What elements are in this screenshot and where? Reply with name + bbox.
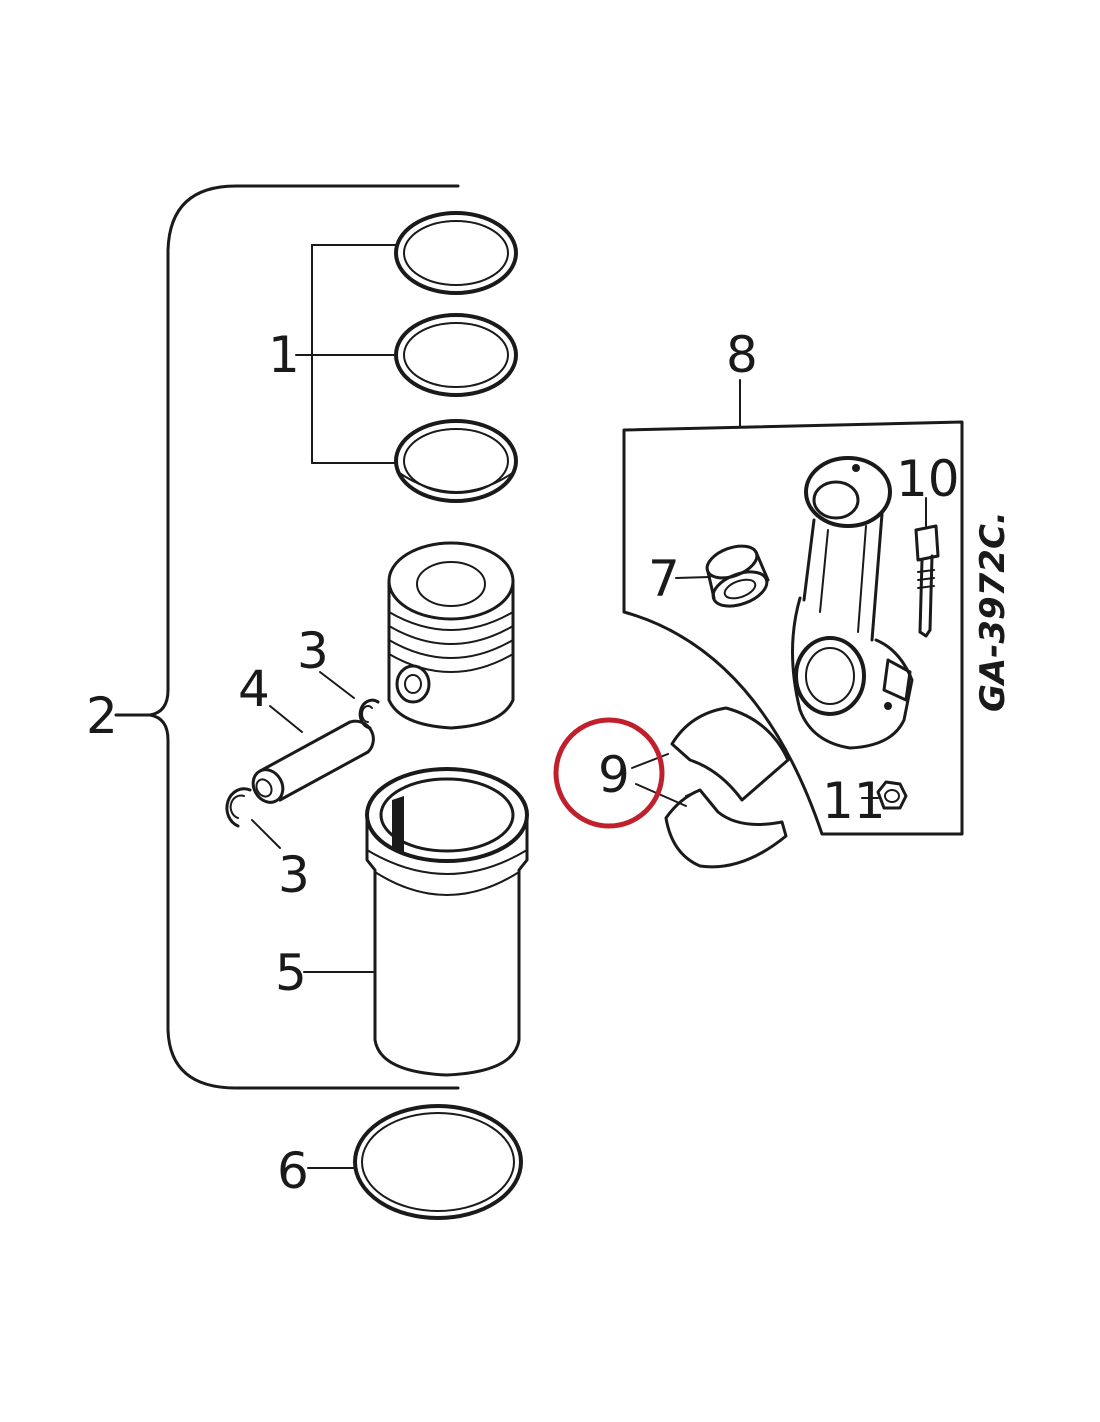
callout-3-lower: 3 — [278, 846, 310, 904]
piston — [387, 541, 515, 730]
liner-seal-ring — [353, 1104, 523, 1220]
piston-rings — [394, 211, 518, 503]
callout-1: 1 — [268, 326, 300, 384]
piston-pin — [251, 719, 375, 804]
callout-11: 11 — [822, 772, 886, 830]
callout-7-leader — [675, 576, 711, 579]
drawing-code: GA-3972C. — [973, 511, 1013, 712]
callout-3-4-leaders — [251, 671, 355, 849]
callout-9: 9 — [598, 746, 630, 804]
rod-nut — [876, 780, 908, 810]
callout-2: 2 — [86, 687, 118, 745]
assembly-bracket — [114, 184, 460, 1090]
callout-7: 7 — [648, 550, 680, 608]
piston-ring-bottom — [394, 419, 518, 503]
highlight-circle — [553, 717, 665, 829]
snap-ring-upper — [358, 698, 380, 730]
callout-3-upper: 3 — [297, 622, 329, 680]
piston-ring-top — [394, 211, 518, 295]
callout-8: 8 — [726, 326, 758, 384]
piston-ring-middle — [394, 313, 518, 397]
rod-bolt — [914, 524, 940, 638]
bearing-shells — [664, 706, 790, 869]
callout-4: 4 — [238, 660, 270, 718]
callout-9-leaders — [631, 753, 687, 807]
callout-10: 10 — [896, 450, 960, 508]
bushing — [705, 544, 770, 608]
cylinder-liner — [365, 767, 529, 1077]
callout-6: 6 — [277, 1142, 309, 1200]
callout-1-leaders — [295, 244, 397, 464]
snap-ring-lower — [225, 787, 252, 828]
rod-group-frame — [622, 379, 964, 836]
connecting-rod — [791, 456, 914, 750]
callout-5: 5 — [275, 944, 307, 1002]
